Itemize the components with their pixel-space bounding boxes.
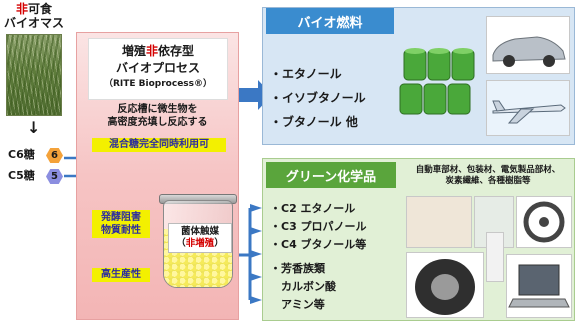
tag-inhibitor-tolerance: 発酵阻害 物質耐性 <box>92 210 150 238</box>
green-chem-header: グリーン化学品 <box>266 162 396 188</box>
tag-high-productivity: 高生産性 <box>92 268 150 282</box>
biofuel-header: バイオ燃料 <box>266 8 394 34</box>
title-red: 非 <box>145 44 158 58</box>
car-photo <box>486 16 570 74</box>
green-chem-item: カルボン酸 <box>270 280 336 293</box>
cell-label-line1: 菌体触媒 <box>180 226 219 237</box>
green-chem-item: ・芳香族類 <box>270 262 325 275</box>
biomass-title-line2: バイオマス <box>4 16 65 30</box>
biofuel-list: ・エタノール ・イソブタノール ・ブタノール 他 <box>270 62 366 134</box>
hexagon-5-text: 5 <box>51 171 58 182</box>
sugar-c5-label: C5糖 <box>8 169 35 182</box>
bracket-arrow-5-icon <box>250 296 262 304</box>
title-prefix: 増殖 <box>121 44 146 58</box>
hexagon-5-icon: 5 <box>46 169 63 184</box>
tire-icon <box>415 259 475 315</box>
tag-inhibitor-line1: 発酵阻害 <box>101 212 141 223</box>
airplane-photo <box>486 80 570 136</box>
sugar-c6-label: C6糖 <box>8 148 35 161</box>
title-subtitle: （RITE Bioprocess®） <box>103 79 213 89</box>
laptop-photo <box>506 254 572 318</box>
biofuel-item: ・イソブタノール <box>270 91 366 105</box>
packaging-photo <box>474 196 514 248</box>
sugar-c6: C6糖 <box>8 148 35 162</box>
title-suffix: 依存型 <box>158 44 195 58</box>
laptop-icon <box>508 264 570 308</box>
cell-label-red: 非増殖 <box>185 238 215 249</box>
sugar-c5: C5糖 <box>8 169 35 183</box>
bracket-arrow-3-icon <box>250 250 262 258</box>
cell-paren-close: ） <box>214 238 224 249</box>
biomass-grass-photo <box>6 34 62 116</box>
green-chem-item: ・C3 プロパノール <box>270 220 367 233</box>
down-arrow-icon: ↓ <box>27 118 41 137</box>
reactor-note: 反応槽に微生物を 高密度充填し反応する <box>80 103 235 129</box>
hexagon-6-text: 6 <box>51 150 58 161</box>
steering-wheel-photo <box>516 196 572 248</box>
fiber-material-photo <box>406 196 472 248</box>
green-chem-item: ・C4 ブタノール等 <box>270 238 367 251</box>
products-caption: 自動車部材、包装材、電気製品部材、 炭素繊維、各種樹脂等 <box>404 165 572 187</box>
green-chem-item: ・C2 エタノール <box>270 202 356 215</box>
green-chem-item: アミン等 <box>270 298 325 311</box>
products-line2: 炭素繊維、各種樹脂等 <box>445 176 531 186</box>
fuel-drums-icon <box>399 48 475 115</box>
cell-catalyst-label: 菌体触媒 （非増殖） <box>168 223 232 253</box>
device-photo <box>486 232 504 282</box>
tag-inhibitor-line2: 物質耐性 <box>101 225 141 236</box>
biomass-title: 非可食 バイオマス <box>4 2 64 30</box>
bracket-arrow-1-icon <box>250 204 262 212</box>
steering-wheel-icon <box>523 201 565 243</box>
green-chem-list: ・C2 エタノール ・C3 プロパノール ・C4 ブタノール等 ・芳香族類 カル… <box>270 200 367 314</box>
biofuel-item: ・エタノール <box>270 67 342 81</box>
bioprocess-title: 増殖非依存型 バイオプロセス （RITE Bioprocess®） <box>88 38 228 100</box>
biomass-title-red: 非 <box>15 2 28 16</box>
cell-paren-open: （ <box>176 238 186 249</box>
car-icon <box>492 36 566 67</box>
title-line2: バイオプロセス <box>115 61 200 75</box>
tire-photo <box>406 252 484 318</box>
reactor-note-line1: 反応槽に微生物を <box>117 104 198 115</box>
bracket-arrow-4-icon <box>250 273 262 281</box>
biofuel-item: ・ブタノール 他 <box>270 115 358 129</box>
airplane-icon <box>492 100 566 124</box>
reactor-note-line2: 高密度充填し反応する <box>107 117 208 128</box>
tag-mixed-sugar: 混合糖完全同時利用可 <box>92 138 226 152</box>
products-line1: 自動車部材、包装材、電気製品部材、 <box>415 165 561 175</box>
hexagon-6-icon: 6 <box>46 148 63 163</box>
biomass-title-rest: 可食 <box>28 2 53 16</box>
bracket-arrow-2-icon <box>250 227 262 235</box>
